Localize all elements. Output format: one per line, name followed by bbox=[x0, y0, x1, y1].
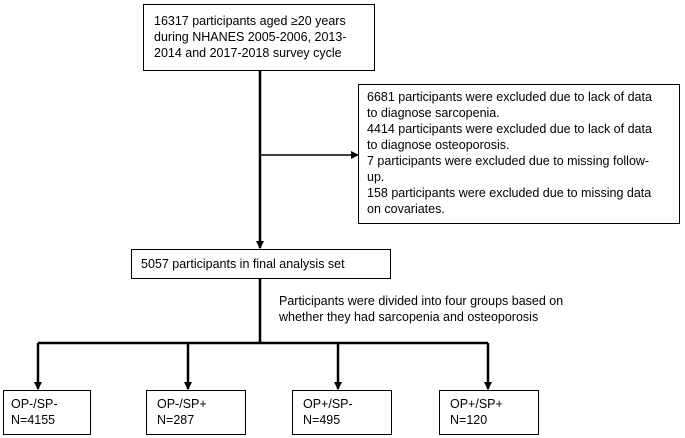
group-4-n: N=120 bbox=[450, 413, 488, 427]
group-3-name: OP+/SP- bbox=[303, 397, 353, 411]
exclusion-line-7: 158 participants were excluded due to mi… bbox=[367, 186, 652, 200]
exclusions-box: 6681 participants were excluded due to l… bbox=[358, 84, 680, 224]
exclusion-line-6: up. bbox=[367, 170, 385, 184]
start-line-1: 16317 participants aged ≥20 years bbox=[154, 14, 346, 28]
start-box: 16317 participants aged ≥20 years during… bbox=[143, 4, 375, 71]
group-3-n: N=495 bbox=[303, 413, 341, 427]
exclusion-line-5: 7 participants were excluded due to miss… bbox=[367, 154, 650, 168]
exclusion-line-1: 6681 participants were excluded due to l… bbox=[367, 90, 652, 104]
start-line-3: 2014 and 2017-2018 survey cycle bbox=[154, 46, 342, 60]
group-box-1: OP-/SP- N=4155 bbox=[3, 390, 91, 435]
group-box-4: OP+/SP+ N=120 bbox=[439, 390, 539, 435]
start-line-2: during NHANES 2005-2006, 2013- bbox=[154, 30, 347, 44]
group-box-3: OP+/SP- N=495 bbox=[292, 390, 392, 435]
group-4-name: OP+/SP+ bbox=[450, 397, 503, 411]
exclusion-line-3: 4414 participants were excluded due to l… bbox=[367, 122, 652, 136]
group-2-name: OP-/SP+ bbox=[157, 397, 207, 411]
division-note-line-1: Participants were divided into four grou… bbox=[279, 294, 564, 308]
group-box-2: OP-/SP+ N=287 bbox=[146, 390, 246, 435]
division-note-line-2: whether they had sarcopenia and osteopor… bbox=[279, 310, 539, 324]
group-1-n: N=4155 bbox=[11, 413, 56, 427]
exclusion-line-4: to diagnose osteoporosis. bbox=[367, 138, 510, 152]
exclusion-line-2: to diagnose sarcopenia. bbox=[367, 106, 500, 120]
group-1-name: OP-/SP- bbox=[11, 397, 58, 411]
group-2-n: N=287 bbox=[157, 413, 195, 427]
final-analysis-label: 5057 participants in final analysis set bbox=[141, 257, 345, 271]
exclusion-line-8: on covariates. bbox=[367, 202, 445, 216]
final-analysis-box: 5057 participants in final analysis set bbox=[131, 249, 391, 279]
